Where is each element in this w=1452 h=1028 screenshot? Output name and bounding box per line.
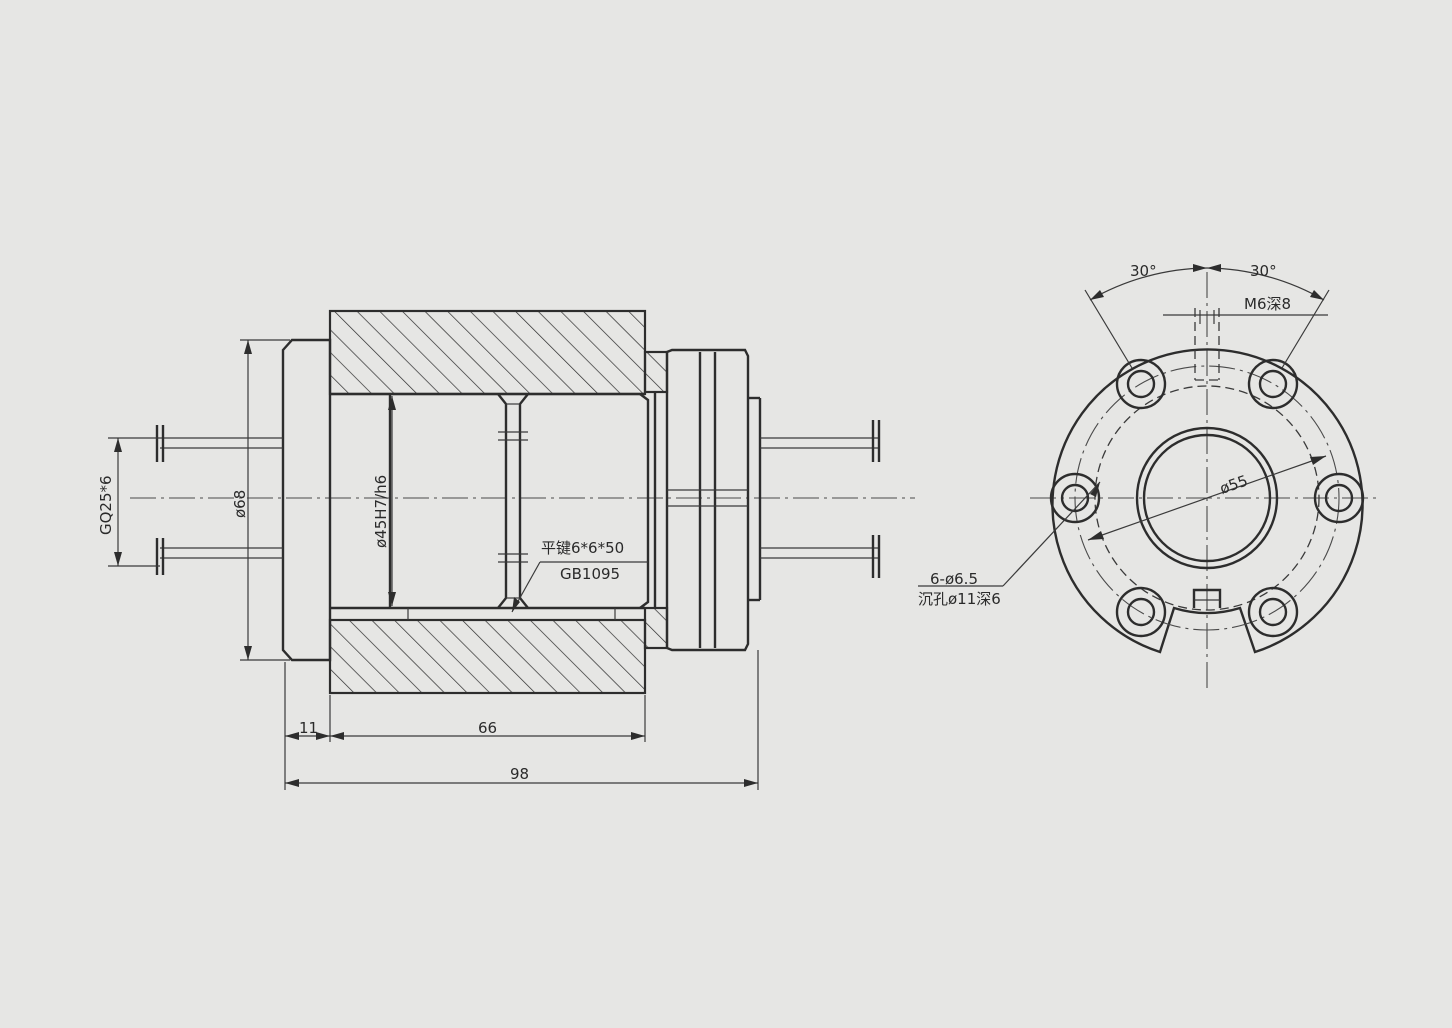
bolt-hole: [1115, 358, 1167, 410]
bolt-hole: [1049, 472, 1101, 524]
hole-note-line1: 6-ø6.5: [930, 570, 978, 588]
ring-top-hatch: [643, 350, 669, 394]
bore-fit-label: ø45H7/h6: [372, 475, 390, 548]
angle-dims: 30° 30°: [1084, 262, 1330, 369]
ring-bottom-hatch: [643, 606, 669, 650]
bore-diameter-label: ø55: [1217, 472, 1250, 498]
key-note-line2: GB1095: [560, 565, 620, 583]
section-view: GQ25*6 ø68 ø45H7/h6 平键6*6*50 GB1095: [97, 309, 915, 790]
flange-width-label: 11: [299, 719, 318, 737]
bolt-hole: [1313, 472, 1365, 524]
angle-right-label: 30°: [1250, 262, 1277, 280]
key-note-line1: 平键6*6*50: [541, 539, 624, 557]
pipes-left: [155, 425, 283, 575]
dim-lengths: 11 66 98: [284, 650, 759, 790]
flange-plate: [281, 338, 332, 662]
hidden-circle: [1094, 385, 1320, 611]
end-view: 30° 30° M6深8 ø55 6-ø6.5 沉孔ø11深6: [918, 262, 1380, 690]
key-slot: [1192, 588, 1222, 608]
center-bore-outer: [1135, 426, 1279, 570]
dim-pipe-thread: GQ25*6: [97, 437, 160, 567]
flange-diameter-label: ø68: [231, 490, 249, 518]
thread-note: M6深8: [1244, 295, 1291, 313]
shaft: [330, 392, 650, 620]
dim-flange-diameter: ø68: [231, 339, 290, 661]
pipes-right: [760, 420, 881, 578]
bolt-hole: [1115, 586, 1167, 638]
bolt-circle: [1074, 365, 1340, 631]
key-note: 平键6*6*50 GB1095: [511, 539, 648, 613]
bolt-hole: [1247, 586, 1299, 638]
hole-note-line2: 沉孔ø11深6: [918, 590, 1001, 608]
bolt-hole: [1247, 358, 1299, 410]
angle-left-label: 30°: [1130, 262, 1157, 280]
pipe-thread-label: GQ25*6: [97, 475, 115, 535]
hole-note: 6-ø6.5 沉孔ø11深6: [918, 481, 1101, 608]
overall-length-label: 98: [510, 765, 529, 783]
threaded-hole-hidden: [1194, 308, 1220, 381]
bolt-holes: [1049, 358, 1365, 638]
body-length-label: 66: [478, 719, 497, 737]
housing-top-section: [328, 309, 647, 396]
center-bore-inner: [1142, 433, 1272, 563]
housing-bottom-section: [328, 618, 647, 695]
seal-rings: [643, 348, 762, 652]
dim-bore-fit: ø45H7/h6: [372, 396, 396, 606]
